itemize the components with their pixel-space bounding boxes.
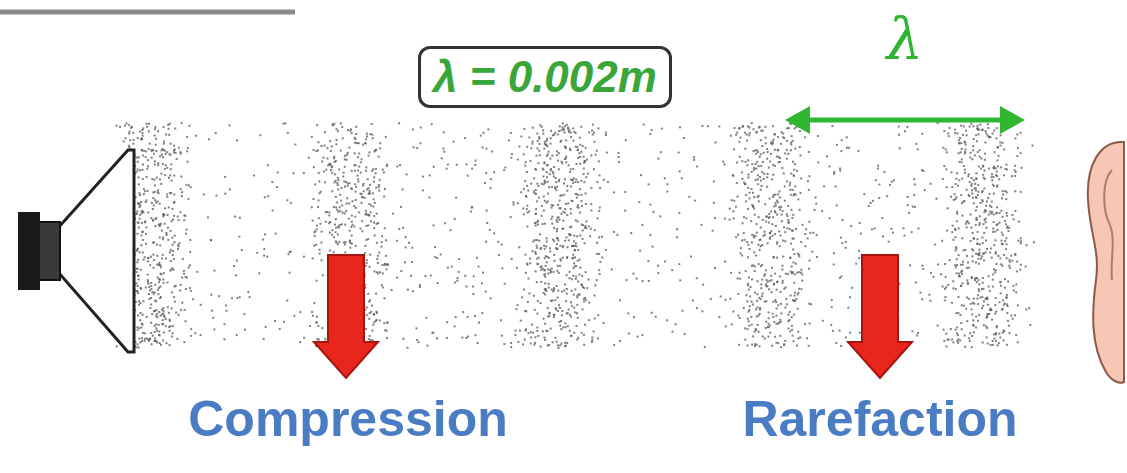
wavelength-arrow xyxy=(785,106,1025,134)
compression-pointer xyxy=(314,255,378,378)
header-rule xyxy=(0,10,295,15)
wavelength-symbol: λ xyxy=(887,8,924,72)
wavelength-value: λ = 0.002m xyxy=(433,53,657,101)
rarefaction-pointer xyxy=(848,255,912,378)
ear xyxy=(1088,142,1124,383)
rarefaction-label: Rarefaction xyxy=(742,392,1017,447)
value-box: λ = 0.002m xyxy=(418,46,672,108)
compression-label: Compression xyxy=(188,392,508,447)
speaker xyxy=(18,150,134,352)
